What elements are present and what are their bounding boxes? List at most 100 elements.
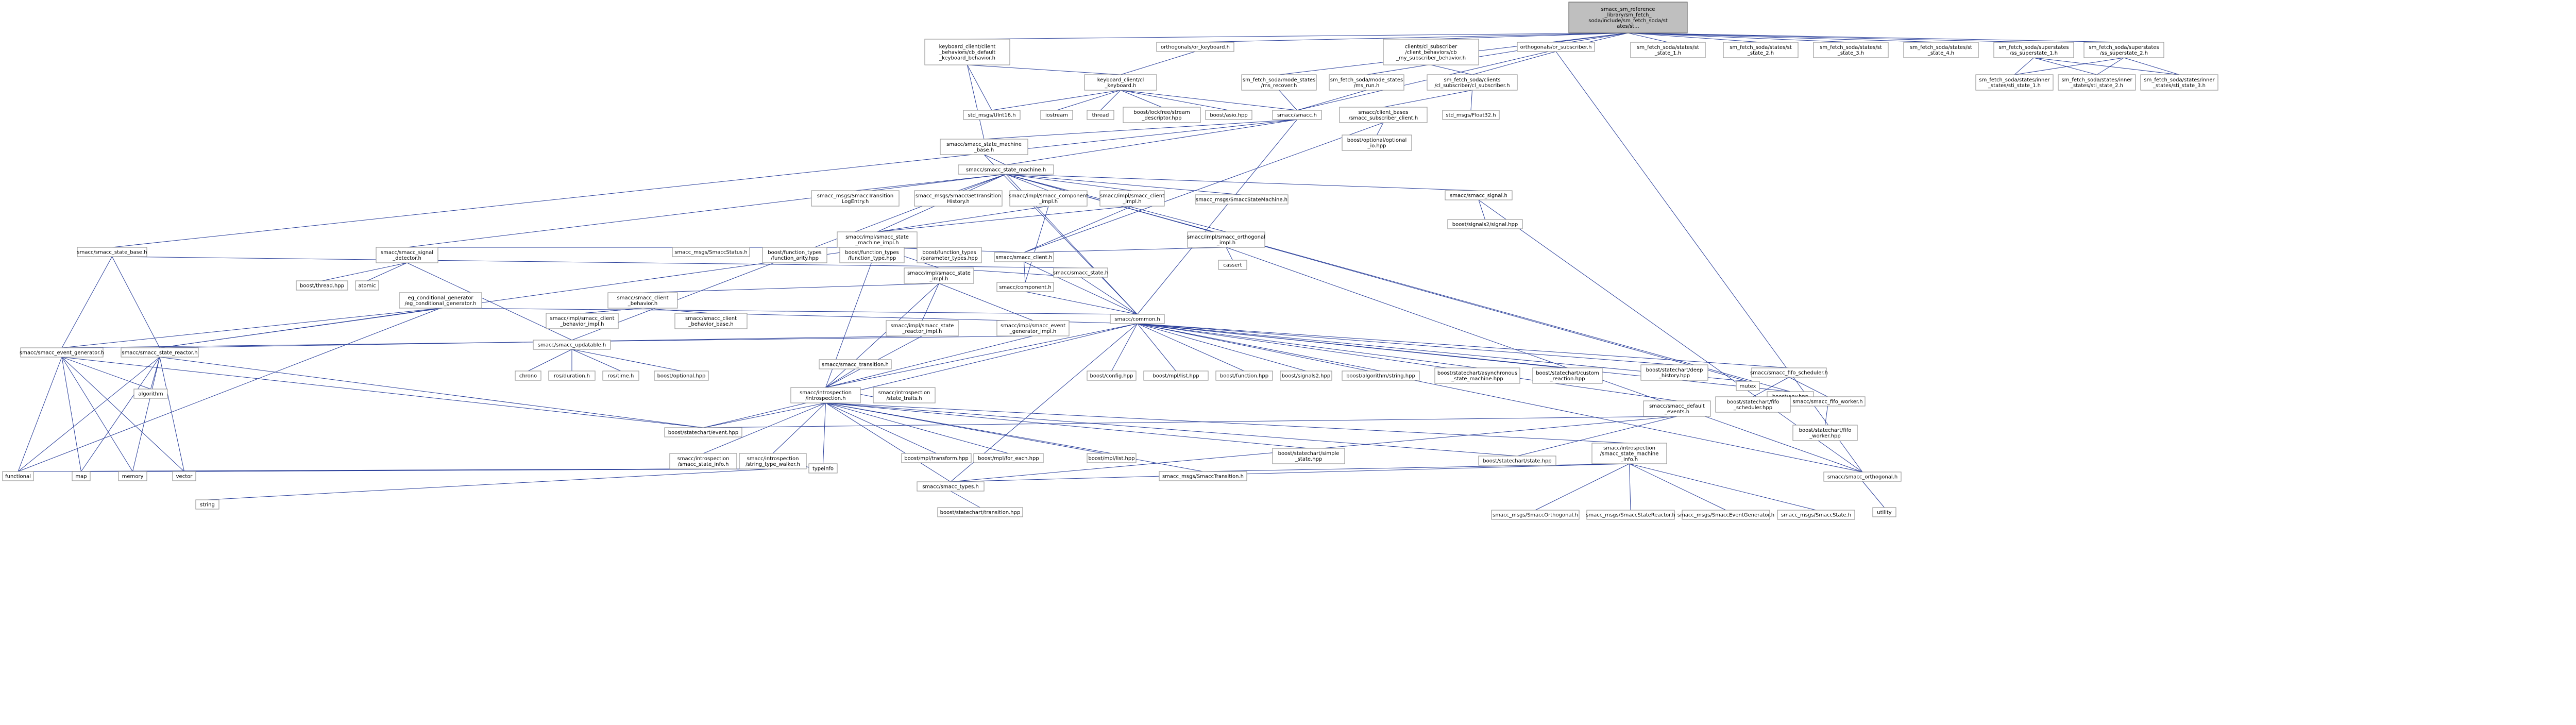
- node-signals2[interactable]: boost/signals2.hpp: [1280, 370, 1332, 381]
- node-string[interactable]: string: [195, 499, 219, 510]
- node-sig-detector[interactable]: smacc/smacc_signal_detector.h: [376, 247, 438, 263]
- node-orth-sub[interactable]: orthogonals/or_subscriber.h: [1517, 42, 1595, 52]
- node-ss-in2[interactable]: sm_fetch_soda/states/inner_states/sti_st…: [2058, 74, 2136, 91]
- node-fn-param[interactable]: boost/function_types/parameter_types.hpp: [917, 247, 982, 263]
- node-functional[interactable]: functional: [2, 471, 34, 481]
- node-cl-behavior[interactable]: smacc/smacc_client_behavior.h: [607, 292, 678, 309]
- node-mutex[interactable]: mutex: [1736, 381, 1760, 391]
- node-custom-reaction[interactable]: boost/statechart/custom_reaction.hpp: [1532, 367, 1603, 384]
- node-msg-event-gen[interactable]: smacc_msgs/SmaccEventGenerator.h: [1677, 510, 1774, 520]
- node-memory[interactable]: memory: [118, 471, 147, 481]
- node-state-h[interactable]: smacc/smacc_state.h: [1053, 267, 1108, 278]
- node-fifo-worker[interactable]: smacc/smacc_fifo_worker.h: [1790, 396, 1866, 407]
- node-fn-type[interactable]: boost/function_types/function_type.hpp: [839, 247, 905, 263]
- node-smacc-h[interactable]: smacc/smacc.h: [1272, 110, 1322, 120]
- node-config[interactable]: boost/config.hpp: [1087, 370, 1137, 381]
- node-atomic[interactable]: atomic: [355, 280, 379, 291]
- node-st3[interactable]: sm_fetch_soda/states/st_state_3.h: [1813, 42, 1889, 58]
- node-cassert[interactable]: cassert: [1218, 260, 1247, 270]
- node-st1[interactable]: sm_fetch_soda/states/st_state_1.h: [1630, 42, 1706, 58]
- node-updatable[interactable]: smacc/smacc_updatable.h: [533, 340, 611, 350]
- node-msg-sm[interactable]: smacc_msgs/SmaccStateMachine.h: [1195, 194, 1289, 205]
- node-lockfree[interactable]: boost/lockfree/stream_descriptor.hpp: [1123, 107, 1201, 123]
- node-sm-h[interactable]: smacc/smacc_state_machine.h: [958, 164, 1054, 175]
- node-opt-hpp[interactable]: boost/optional.hpp: [654, 370, 709, 381]
- node-msg-status[interactable]: smacc_msgs/SmaccStatus.h: [672, 247, 750, 257]
- node-mpl-transform[interactable]: boost/mpl/transform.hpp: [901, 453, 972, 463]
- node-msg-transition[interactable]: smacc_msgs/SmaccTransition.h: [1159, 471, 1247, 481]
- node-intro-state-traits[interactable]: smacc/introspection/state_traits.h: [873, 387, 936, 403]
- node-impl-state[interactable]: smacc/impl/smacc_state_impl.h: [904, 267, 974, 284]
- node-impl-orth[interactable]: smacc/impl/smacc_orthogonal_impl.h: [1187, 231, 1265, 248]
- node-component-h[interactable]: smacc/component.h: [996, 282, 1054, 292]
- node-intro-sm-info[interactable]: smacc/introspection/smacc_state_info.h: [669, 453, 737, 469]
- node-msg-state[interactable]: smacc_msgs/SmaccState.h: [1777, 510, 1855, 520]
- node-state-base[interactable]: smacc/smacc_state_base.h: [77, 247, 147, 257]
- node-ss-in3[interactable]: sm_fetch_soda/states/inner_states/sti_st…: [2140, 74, 2218, 91]
- node-smacc-types[interactable]: smacc/smacc_types.h: [917, 481, 985, 492]
- node-mpl-list[interactable]: boost/mpl/list.hpp: [1143, 370, 1209, 381]
- node-sc-state[interactable]: boost/statechart/state.hpp: [1478, 456, 1556, 466]
- node-thread-hpp[interactable]: boost/thread.hpp: [296, 280, 348, 291]
- node-function-hpp[interactable]: boost/function.hpp: [1215, 370, 1273, 381]
- node-iostream[interactable]: iostream: [1040, 110, 1073, 120]
- node-signal-h[interactable]: smacc/smacc_signal.h: [1445, 190, 1513, 200]
- node-ss-in1[interactable]: sm_fetch_soda/states/inner_states/sti_st…: [1975, 74, 2054, 91]
- node-chrono[interactable]: chrono: [515, 370, 541, 381]
- node-thread[interactable]: thread: [1087, 110, 1114, 120]
- node-type-walker[interactable]: smacc/introspection/string_type_walker.h: [739, 453, 807, 469]
- node-algorithm[interactable]: algorithm: [133, 389, 168, 399]
- node-msg-state-reactor[interactable]: smacc_msgs/SmaccStateReactor.h: [1586, 510, 1675, 520]
- node-algo-string[interactable]: boost/algorithm/string.hpp: [1342, 370, 1420, 381]
- node-client-base[interactable]: smacc/client_bases/smacc_subscriber_clie…: [1339, 107, 1428, 123]
- node-ros-time[interactable]: ros/time.h: [602, 370, 639, 381]
- node-impl-cl-beh[interactable]: smacc/impl/smacc_client_behavior_impl.h: [546, 313, 619, 329]
- node-optional-io[interactable]: boost/optional/optional_io.hpp: [1342, 134, 1412, 151]
- node-event-gen[interactable]: smacc/smacc_event_generator.h: [20, 347, 104, 358]
- node-fifo-sched[interactable]: smacc/smacc_fifo_scheduler.h: [1750, 367, 1828, 378]
- node-impl-event-gen[interactable]: smacc/impl/smacc_event_generator_impl.h: [996, 320, 1070, 336]
- node-transition-h[interactable]: smacc/smacc_transition.h: [819, 359, 892, 369]
- node-fn-any[interactable]: boost/function_types/function_arity.hpp: [762, 247, 827, 263]
- node-ms-recover[interactable]: sm_fetch_soda/mode_states/ms_recover.h: [1241, 74, 1317, 91]
- node-utility[interactable]: utility: [1872, 507, 1896, 517]
- node-async-sm[interactable]: boost/statechart/asynchronous_state_mach…: [1434, 367, 1520, 384]
- node-ss1[interactable]: sm_fetch_soda/superstates/ss_superstate_…: [1993, 42, 2074, 58]
- node-sc-event[interactable]: boost/statechart/event.hpp: [664, 427, 742, 437]
- node-uint16[interactable]: std_msgs/UInt16.h: [963, 110, 1021, 120]
- node-impl-client[interactable]: smacc/impl/smacc_client_impl.h: [1099, 190, 1165, 207]
- node-cl-beh-base[interactable]: smacc/smacc_client_behavior_base.h: [674, 313, 748, 329]
- node-default-events[interactable]: smacc/smacc_default_events.h: [1643, 400, 1711, 417]
- node-sm-base[interactable]: smacc/smacc_state_machine_base.h: [940, 139, 1028, 155]
- node-impl-comp[interactable]: smacc/impl/smacc_component_impl.h: [1009, 190, 1088, 207]
- node-msg-orth[interactable]: smacc_msgs/SmaccOrthogonal.h: [1491, 510, 1580, 520]
- node-kbd-beh[interactable]: keyboard_client/client_behaviors/cb_defa…: [924, 39, 1010, 65]
- node-eg-cond[interactable]: eg_conditional_generator/eg_conditional_…: [399, 292, 482, 309]
- node-ros-duration[interactable]: ros/duration.h: [548, 370, 596, 381]
- node-mpl-list2[interactable]: boost/mpl/list.hpp: [1087, 453, 1137, 463]
- node-ss2[interactable]: sm_fetch_soda/superstates/ss_superstate_…: [2083, 42, 2164, 58]
- node-sc-fifo-sched[interactable]: boost/statechart/fifo_scheduler.hpp: [1715, 396, 1791, 413]
- node-intro-sminfo2[interactable]: smacc/introspection/smacc_state_machine_…: [1591, 443, 1667, 464]
- node-cl-sub-h[interactable]: sm_fetch_soda/clients/cl_subscriber/cl_s…: [1427, 74, 1518, 91]
- node-orthogonal-h[interactable]: smacc/smacc_orthogonal.h: [1823, 471, 1902, 482]
- node-float32[interactable]: std_msgs/Float32.h: [1442, 110, 1500, 120]
- node-deep-history[interactable]: boost/statechart/deep_history.hpp: [1640, 364, 1708, 381]
- node-impl-state-reactor[interactable]: smacc/impl/smacc_state_reactor_impl.h: [886, 320, 959, 336]
- node-mpl-for-each[interactable]: boost/mpl/for_each.hpp: [973, 453, 1044, 463]
- node-st4[interactable]: sm_fetch_soda/states/st_state_4.h: [1903, 42, 1979, 58]
- node-st2[interactable]: sm_fetch_soda/states/st_state_2.h: [1723, 42, 1799, 58]
- node-sc-simple-state[interactable]: boost/statechart/simple_state.hpp: [1272, 448, 1345, 464]
- node-orth-kbd[interactable]: orthogonals/or_keyboard.h: [1156, 42, 1234, 52]
- node-root[interactable]: smacc_sm_reference_library/sm_fetch_soda…: [1568, 2, 1688, 33]
- node-typeinfo[interactable]: typeinfo: [808, 463, 838, 474]
- node-client-h[interactable]: smacc/smacc_client.h: [994, 252, 1054, 262]
- node-vector[interactable]: vector: [172, 471, 196, 481]
- node-sc-fifo-worker[interactable]: boost/statechart/fifo_worker.hpp: [1792, 425, 1858, 441]
- node-map[interactable]: map: [72, 471, 91, 481]
- node-sc-transition[interactable]: boost/statechart/transition.hpp: [937, 507, 1023, 517]
- node-common-h[interactable]: smacc/common.h: [1110, 314, 1165, 324]
- node-ms-run[interactable]: sm_fetch_soda/mode_states/ms_run.h: [1329, 74, 1404, 91]
